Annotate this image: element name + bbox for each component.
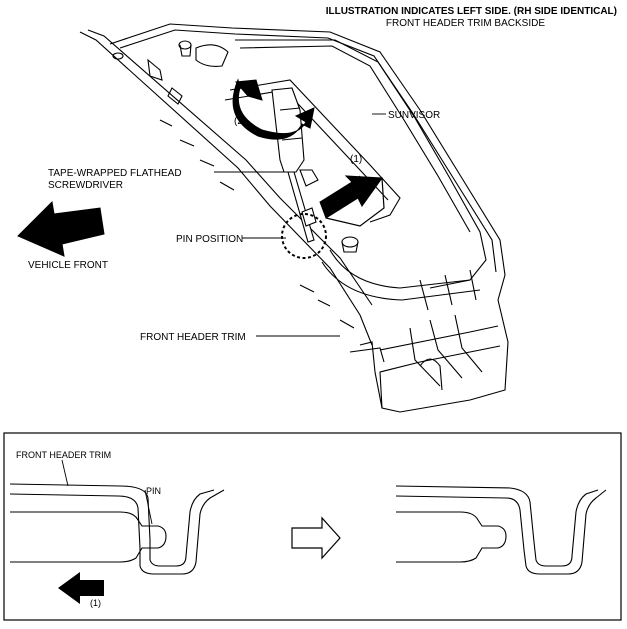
header-title: ILLUSTRATION INDICATES LEFT SIDE. (RH SI… <box>326 6 617 17</box>
sunvisor-label: SUNVISOR <box>388 110 440 121</box>
detail-push-arrow-icon <box>58 572 104 604</box>
screwdriver-icon <box>271 87 317 243</box>
rotation-arrow-icon <box>232 78 315 140</box>
header-subtitle: FRONT HEADER TRIM BACKSIDE <box>386 18 545 29</box>
detail-front-header-trim-label: FRONT HEADER TRIM <box>16 450 111 460</box>
screwdriver-label-line1: TAPE-WRAPPED FLATHEAD <box>48 168 182 179</box>
detail-box <box>3 432 622 621</box>
front-header-trim-illustration <box>79 23 509 413</box>
detail-step1-label: (1) <box>90 598 101 608</box>
detail-after-illustration <box>395 485 607 575</box>
transition-arrow-icon <box>291 516 341 560</box>
vehicle-front-arrow-icon <box>17 200 105 257</box>
detail-pin-leader <box>144 489 153 525</box>
step2-label: (2) <box>234 116 246 127</box>
pin-position-marker <box>281 213 327 259</box>
push-arrow-icon <box>319 175 385 227</box>
detail-pin-label: PIN <box>146 486 161 496</box>
detail-before-illustration <box>9 483 225 575</box>
screwdriver-label-line2: SCREWDRIVER <box>48 180 123 191</box>
detail-trim-leader <box>61 459 69 487</box>
step1-label: (1) <box>350 154 362 165</box>
front-header-trim-label: FRONT HEADER TRIM <box>140 332 246 343</box>
vehicle-front-label: VEHICLE FRONT <box>28 260 108 271</box>
pin-position-label: PIN POSITION <box>176 234 243 245</box>
step1-leader <box>351 175 361 183</box>
